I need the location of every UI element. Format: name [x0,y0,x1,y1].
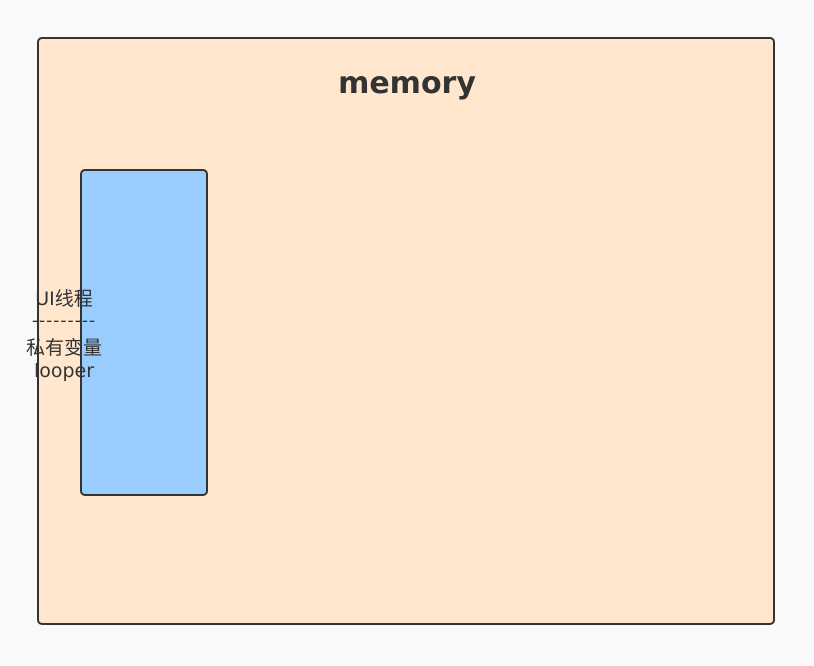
ui-thread-box [80,169,208,496]
memory-title: memory [338,66,476,101]
private-variable-label: 私有变量 [25,337,102,359]
ui-thread-label: UI线程 [35,288,93,310]
looper-label: looper [33,360,95,382]
thread-separator: --------- [31,311,97,331]
